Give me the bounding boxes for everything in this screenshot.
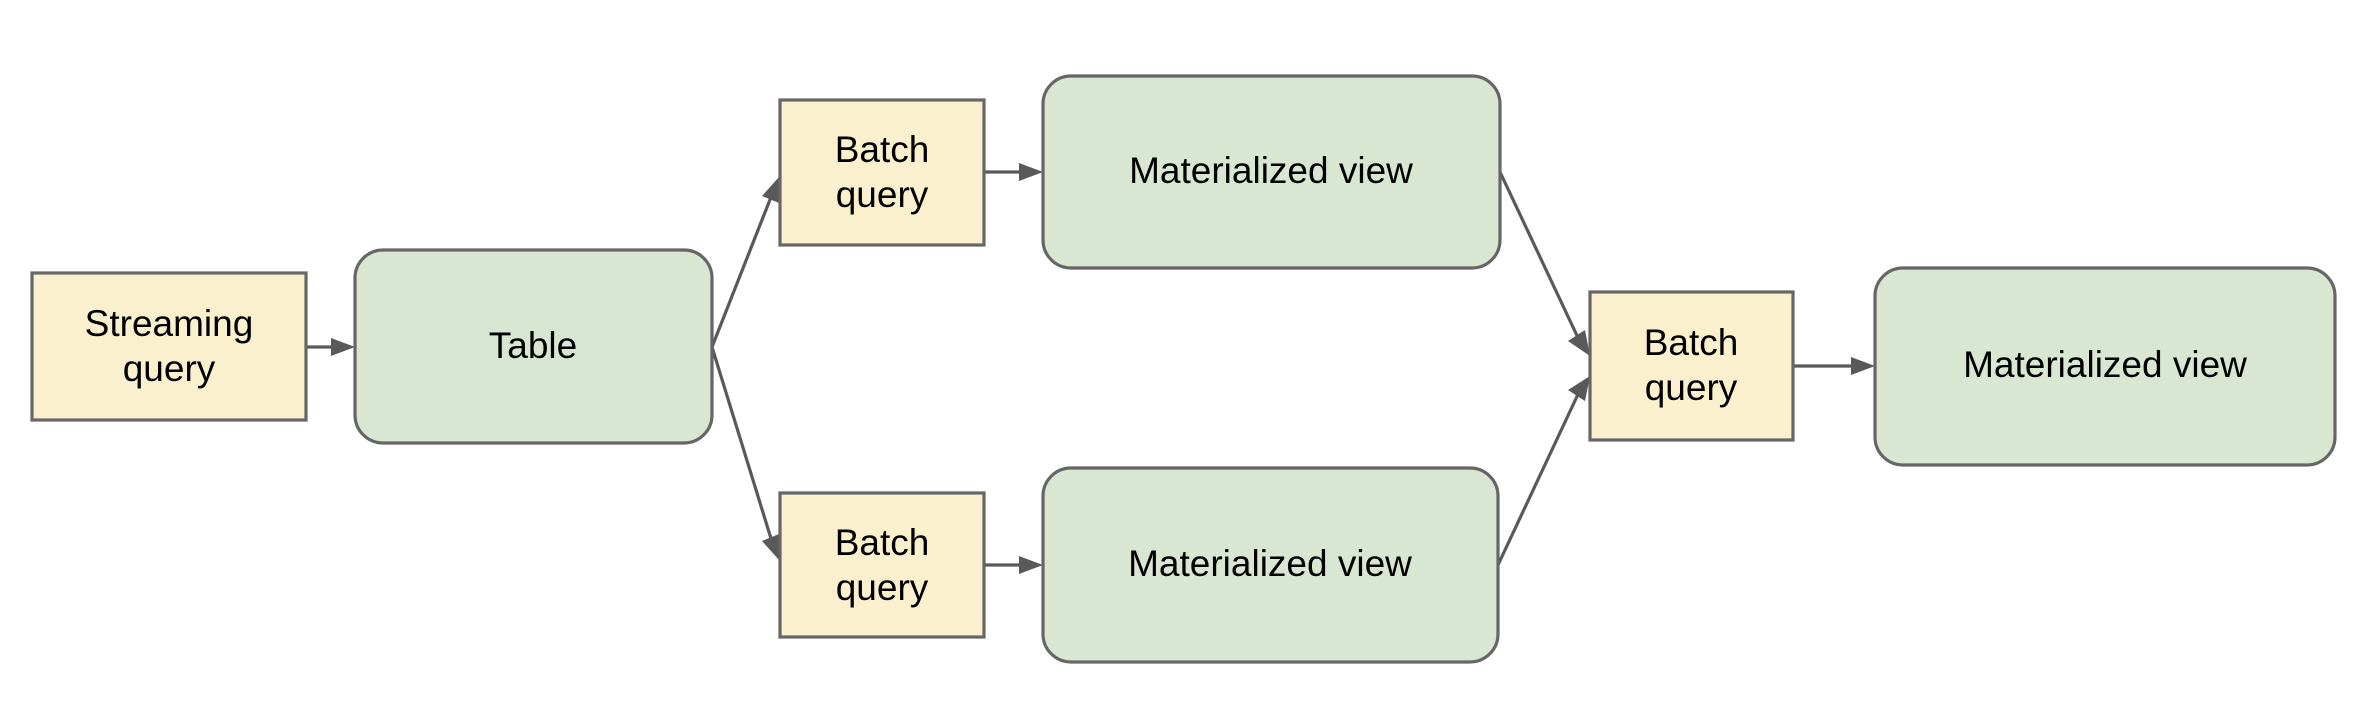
node-batch-query-right[interactable]: Batch query [1588,290,1795,442]
edge-batch-top-to-mv-top [984,163,1043,181]
edge-line [1496,389,1582,566]
node-batch-query-bottom[interactable]: Batch query [778,491,986,639]
node-shape-rectangle [778,491,986,639]
node-shape-rectangle [1588,290,1795,442]
node-materialized-view-top[interactable]: Materialized view [1041,74,1502,270]
edge-line [710,346,775,546]
arrowhead-icon [762,177,779,203]
node-batch-query-top[interactable]: Batch query [778,98,986,247]
node-label-line2: query [123,348,216,389]
arrowhead-icon [1851,357,1875,375]
node-label-line1: Streaming [85,303,254,344]
edge-batch-right-to-mv-right [1793,357,1875,375]
edge-mv-top-to-batch-right [1498,171,1590,356]
node-label-line1: Table [489,325,577,366]
node-shape-rectangle [30,271,308,422]
node-label-line2: query [836,174,929,215]
node-layer: Streaming query Table Batch query Materi… [30,74,2337,664]
edge-line [710,191,775,348]
node-label-line1: Batch [835,522,930,563]
edge-table-to-batch-bottom [710,346,779,560]
node-table[interactable]: Table [353,248,714,445]
arrowhead-icon [331,338,355,356]
arrowhead-icon [1568,376,1590,401]
node-streaming-query[interactable]: Streaming query [30,271,308,422]
arrowhead-icon [1019,556,1043,574]
node-label-line1: Materialized view [1963,344,2247,385]
node-shape-rounded-rectangle [1041,466,1500,664]
node-shape-rounded-rectangle [1873,266,2337,467]
node-label-line1: Materialized view [1128,543,1412,584]
edge-table-to-batch-top [710,177,779,348]
node-shape-rectangle [778,98,986,247]
arrowhead-icon [1019,163,1043,181]
node-label-line1: Batch [1644,322,1739,363]
edge-layer [306,163,1875,574]
node-shape-rounded-rectangle [353,248,714,445]
arrowhead-icon [1568,330,1590,356]
edge-line [1498,171,1582,343]
node-label-line1: Materialized view [1129,150,1413,191]
node-label-line2: query [836,567,929,608]
node-label-line1: Batch [835,129,930,170]
arrowhead-icon [762,534,779,560]
node-materialized-view-right[interactable]: Materialized view [1873,266,2337,467]
edge-mv-bottom-to-batch-right [1496,376,1590,566]
edge-streaming-to-table [306,338,355,356]
node-materialized-view-bottom[interactable]: Materialized view [1041,466,1500,664]
edge-batch-bottom-to-mv-bottom [984,556,1043,574]
node-label-line2: query [1645,367,1738,408]
node-shape-rounded-rectangle [1041,74,1502,270]
